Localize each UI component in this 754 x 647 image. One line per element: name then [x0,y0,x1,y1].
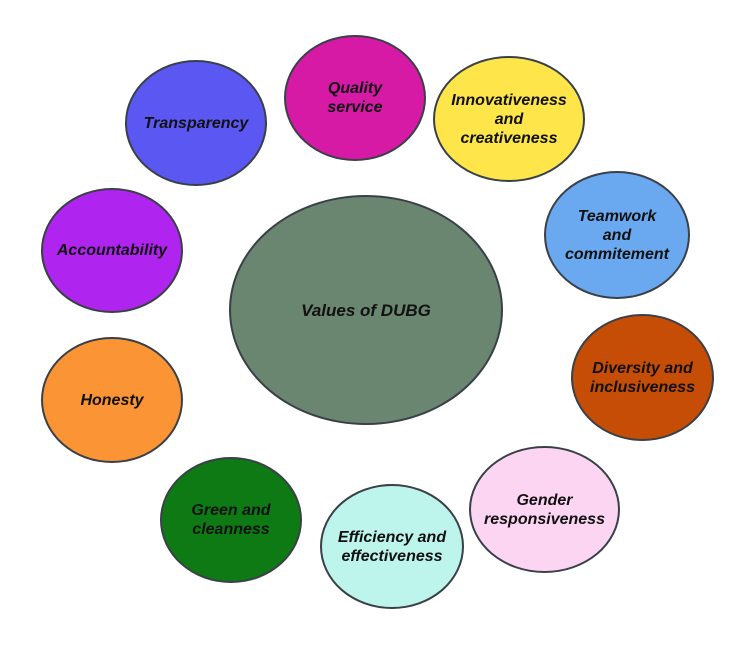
value-label: Quality service [327,80,383,116]
value-label: Efficiency and effectiveness [337,528,447,565]
value-label: Honesty [80,391,144,409]
center-label: Values of DUBG [301,300,431,320]
value-label: Diversity and inclusiveness [590,359,695,396]
value-label: Teamwork and commitement [564,207,670,263]
value-node-honesty: Honesty [41,337,183,463]
value-label: Transparency [143,114,249,132]
value-node-green-and-cleanness: Green and cleanness [160,457,302,583]
value-node-gender-responsiveness: Gender responsiveness [469,446,620,573]
value-node-teamwork-and-commitement: Teamwork and commitement [544,171,690,299]
value-node-innovativeness-and-creativeness: Innovativeness and creativeness [433,56,585,182]
value-node-quality-service: Quality service [284,35,426,161]
value-label: Innovativeness and creativeness [451,91,567,147]
value-label: Accountability [56,242,168,259]
value-label: Green and cleanness [191,502,271,538]
value-label: Gender responsiveness [484,491,605,528]
center-node: Values of DUBG [229,195,503,425]
value-node-diversity-and-inclusiveness: Diversity and inclusiveness [571,314,714,441]
value-node-accountability: Accountability [41,188,183,313]
value-node-efficiency-and-effectiveness: Efficiency and effectiveness [320,484,464,609]
value-node-transparency: Transparency [125,60,267,186]
